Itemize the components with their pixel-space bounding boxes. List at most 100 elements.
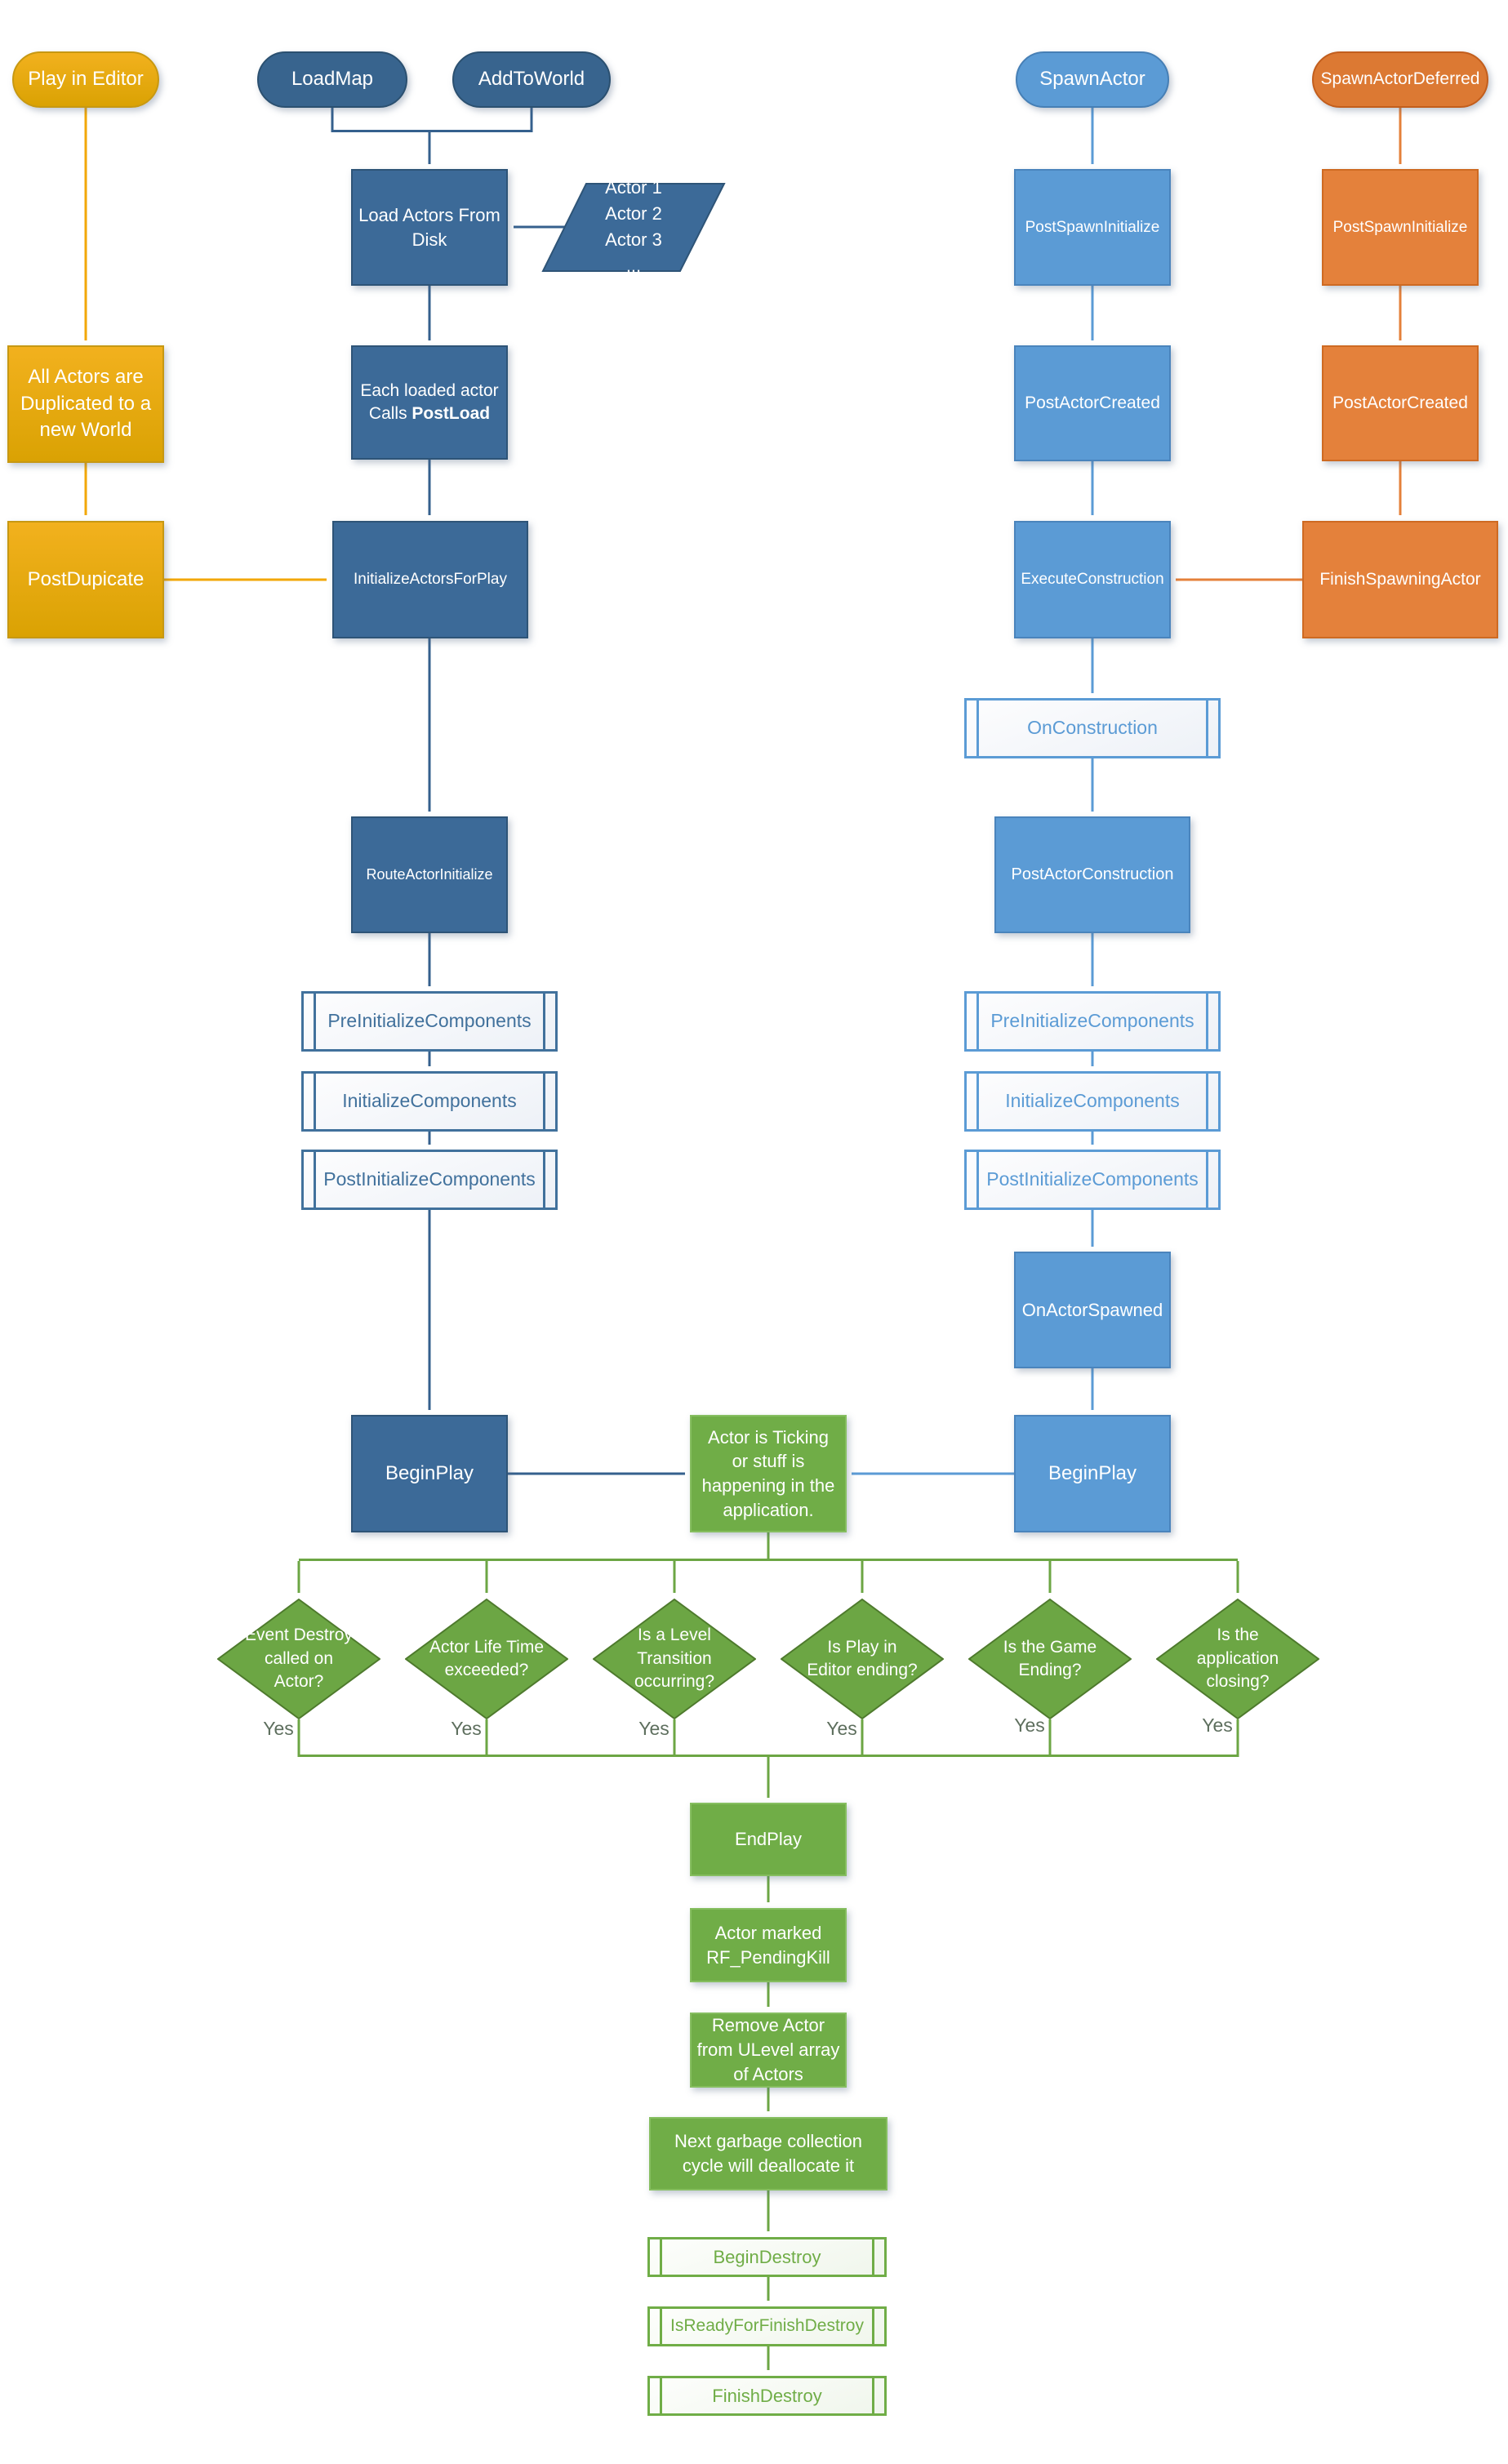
subroutine-preinitializecomponents-left: PreInitializeComponents [301,991,558,1052]
actor-list-line: ... [625,255,642,276]
node-label: FinishDestroy [712,2385,822,2406]
diamond-shape [593,1599,756,1719]
node-beginplay-right: BeginPlay [1014,1415,1171,1532]
node-postactorcreated-blue: PostActorCreated [1014,345,1171,461]
yes-label-6: Yes [1202,1715,1233,1736]
node-label: All Actors are Duplicated to a new World [20,366,152,442]
edges-green [297,1532,1239,2370]
yes-label-1: Yes [263,1718,294,1739]
node-label: BeginPlay [385,1461,474,1484]
node-endplay: EndPlay [690,1803,847,1876]
node-label: FinishSpawningActor [1319,569,1481,589]
node-label-line2: Calls PostLoad [369,403,490,425]
actor-list-text: Actor 1 Actor 2 Actor 3 ... [605,175,662,279]
actor-list-line: Actor 3 [605,229,662,250]
yes-label-2: Yes [451,1718,482,1739]
decision-game-ending: Is the Game Ending? [968,1599,1132,1719]
node-label: OnActorSpawned [1021,1299,1163,1320]
node-postdupicate: PostDupicate [7,521,164,638]
node-label: PostActorCreated [1332,393,1468,412]
node-label: Play in Editor [28,68,144,91]
decision-label: Is a Level Transition occurring? [634,1626,715,1692]
node-label: IsReadyForFinishDestroy [670,2316,864,2336]
diamond-shape [968,1599,1132,1719]
node-actor-ticking: Actor is Ticking or stuff is happening i… [690,1415,847,1532]
node-postactorconstruction: PostActorConstruction [994,816,1190,933]
node-spawnactordeferred: SpawnActorDeferred [1312,51,1488,108]
decision-application-closing: Is the application closing? [1156,1599,1319,1719]
node-label: BeginPlay [1048,1461,1137,1484]
node-label: PostInitializeComponents [323,1168,536,1190]
node-label: Actor is Ticking or stuff is happening i… [701,1426,835,1520]
node-garbage-collection: Next garbage collection cycle will deall… [649,2117,887,2190]
node-label: InitializeActorsForPlay [354,571,507,589]
node-label: PreInitializeComponents [990,1010,1194,1032]
yes-label-3: Yes [638,1718,669,1739]
decision-label: Is the application closing? [1196,1626,1279,1692]
yes-label-4: Yes [826,1718,857,1739]
diamond-shape [217,1599,380,1719]
node-addtoworld: AddToWorld [452,51,611,108]
node-label: Actor marked RF_PendingKill [706,1922,830,1968]
node-label: PostActorCreated [1025,393,1160,412]
edges-light-blue [852,108,1094,1475]
edges-orange [1176,108,1402,581]
diamond-shape [1156,1599,1319,1719]
node-label: LoadMap [291,68,374,91]
decision-level-transition: Is a Level Transition occurring? [593,1599,756,1719]
subroutine-begindestroy: BeginDestroy [647,2237,887,2277]
node-label: PostActorConstruction [1011,865,1174,883]
edges-dark-blue [331,108,685,1475]
node-initializeactorsforplay: InitializeActorsForPlay [332,521,528,638]
node-label: AddToWorld [478,68,585,91]
node-label: SpawnActorDeferred [1320,69,1480,89]
node-postspawninitialize-orange: PostSpawnInitialize [1322,169,1479,286]
subroutine-onconstruction: OnConstruction [964,698,1221,758]
node-label: InitializeComponents [1005,1090,1180,1112]
node-label: PostSpawnInitialize [1332,218,1468,236]
node-label-line1: Each loaded actor [360,380,499,400]
node-remove-from-ulevel: Remove Actor from ULevel array of Actors [690,2013,847,2088]
subroutine-isreadyforfinishdestroy: IsReadyForFinishDestroy [647,2306,887,2346]
node-label: RouteActorInitialize [366,866,493,883]
node-pending-kill: Actor marked RF_PendingKill [690,1908,847,1982]
node-executeconstruction: ExecuteConstruction [1014,521,1171,638]
decision-event-destroy: Event Destroy called on Actor? [217,1599,380,1719]
node-label: PostInitializeComponents [986,1168,1199,1190]
node-loadmap: LoadMap [257,51,407,108]
node-label: PostSpawnInitialize [1025,218,1160,236]
decision-pie-ending: Is Play in Editor ending? [781,1599,944,1719]
parallelogram-actor-list: Actor 1 Actor 2 Actor 3 ... [539,177,728,276]
node-label: ExecuteConstruction [1021,571,1164,589]
node-spawnactor: SpawnActor [1016,51,1169,108]
decision-actor-lifetime: Actor Life Time exceeded? [405,1599,568,1719]
node-onactorspawned: OnActorSpawned [1014,1252,1171,1368]
decision-label: Is the Game Ending? [1003,1637,1097,1679]
subroutine-initializecomponents-right: InitializeComponents [964,1071,1221,1132]
decision-label: Actor Life Time exceeded? [429,1637,545,1679]
node-all-actors-duplicated: All Actors are Duplicated to a new World [7,345,164,463]
subroutine-postinitializecomponents-left: PostInitializeComponents [301,1150,558,1210]
decision-label: Is Play in Editor ending? [807,1637,918,1679]
node-label: PostDupicate [27,567,145,590]
actor-list-line: Actor 2 [605,203,662,225]
node-label: BeginDestroy [713,2246,821,2267]
node-play-in-editor: Play in Editor [12,51,159,108]
calls-prefix: Calls [368,404,412,423]
node-label: InitializeComponents [342,1090,517,1112]
yes-label-5: Yes [1014,1715,1045,1736]
node-label: PreInitializeComponents [327,1010,532,1032]
postload-bold: PostLoad [411,404,491,423]
node-postactorcreated-orange: PostActorCreated [1322,345,1479,461]
edges-gold [84,108,327,581]
subroutine-finishdestroy: FinishDestroy [647,2376,887,2416]
node-label: Load Actors From Disk [358,204,500,250]
actor-list-line: Actor 1 [605,177,662,198]
decision-label: Event Destroy called on Actor? [245,1626,353,1692]
subroutine-initializecomponents-left: InitializeComponents [301,1071,558,1132]
subroutine-postinitializecomponents-right: PostInitializeComponents [964,1150,1221,1210]
diamond-shape [405,1599,568,1719]
node-postspawninitialize-blue: PostSpawnInitialize [1014,169,1171,286]
